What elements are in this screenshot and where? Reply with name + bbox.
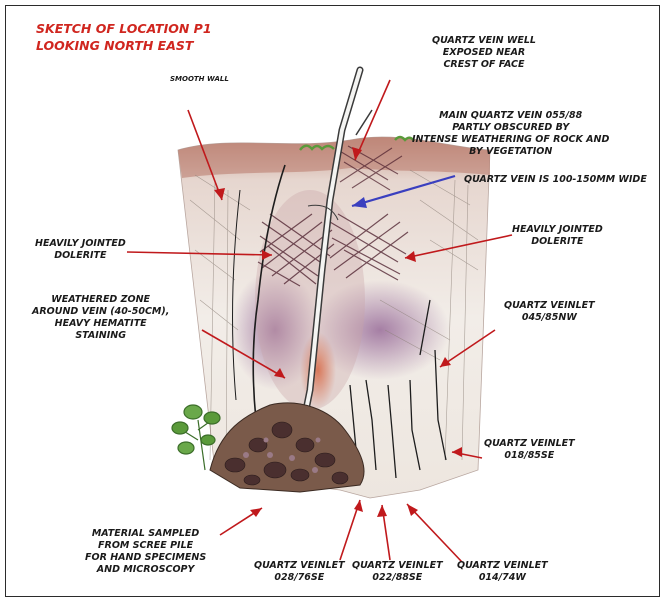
label-veinlet-028: QUARTZ VEINLET 028/76SE: [254, 560, 345, 584]
label-vein-crest: QUARTZ VEIN WELL EXPOSED NEAR CREST OF F…: [432, 35, 536, 71]
label-veinlet-045: QUARTZ VEINLET 045/85NW: [504, 300, 595, 324]
label-weathered-zone: WEATHERED ZONE AROUND VEIN (40-50CM), HE…: [32, 294, 169, 342]
label-main-vein: MAIN QUARTZ VEIN 055/88 PARTLY OBSCURED …: [412, 110, 609, 158]
label-dolerite-right: HEAVILY JOINTED DOLERITE: [512, 224, 603, 248]
arrow-veinlet-014: [407, 504, 462, 562]
label-scree: MATERIAL SAMPLED FROM SCREE PILE FOR HAN…: [85, 528, 206, 576]
label-dolerite-left: HEAVILY JOINTED DOLERITE: [35, 238, 126, 262]
label-veinlet-014: QUARTZ VEINLET 014/74W: [457, 560, 548, 584]
label-veinlet-018: QUARTZ VEINLET 018/85SE: [484, 438, 575, 462]
label-smooth-wall: SMOOTH WALL: [170, 74, 229, 84]
label-vein-width: QUARTZ VEIN IS 100-150MM WIDE: [464, 174, 647, 186]
label-veinlet-022: QUARTZ VEINLET 022/88SE: [352, 560, 443, 584]
vein-crest-exposure: [356, 110, 372, 135]
